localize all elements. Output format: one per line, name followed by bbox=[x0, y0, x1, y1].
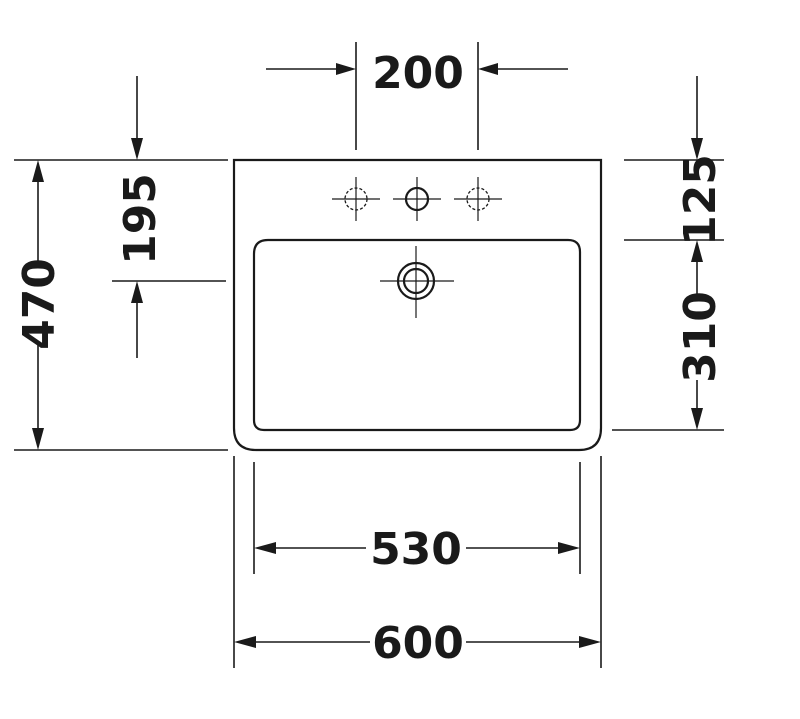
tap-hole-left-icon bbox=[332, 177, 380, 221]
dim-195-label: 195 bbox=[115, 173, 166, 265]
dim-530: 530 bbox=[253, 462, 581, 575]
dim-470-label: 470 bbox=[14, 258, 65, 350]
bowl-inner-outline bbox=[252, 238, 582, 432]
dim-600: 600 bbox=[233, 456, 602, 669]
dim-470: 470 bbox=[14, 159, 228, 451]
dim-200-label: 200 bbox=[372, 48, 464, 99]
dim-195: 195 bbox=[112, 76, 226, 358]
dim-125: 125 bbox=[624, 76, 726, 246]
dim-600-label: 600 bbox=[372, 618, 464, 669]
tap-hole-center-icon bbox=[393, 177, 441, 221]
drain-icon bbox=[380, 246, 454, 318]
dim-310-label: 310 bbox=[675, 291, 726, 383]
dim-125-label: 125 bbox=[675, 154, 726, 246]
dim-200: 200 bbox=[266, 42, 568, 150]
basin-outer-outline bbox=[232, 158, 603, 452]
dim-530-label: 530 bbox=[370, 524, 462, 575]
dim-310: 310 bbox=[612, 240, 726, 431]
tap-hole-right-icon bbox=[454, 177, 502, 221]
